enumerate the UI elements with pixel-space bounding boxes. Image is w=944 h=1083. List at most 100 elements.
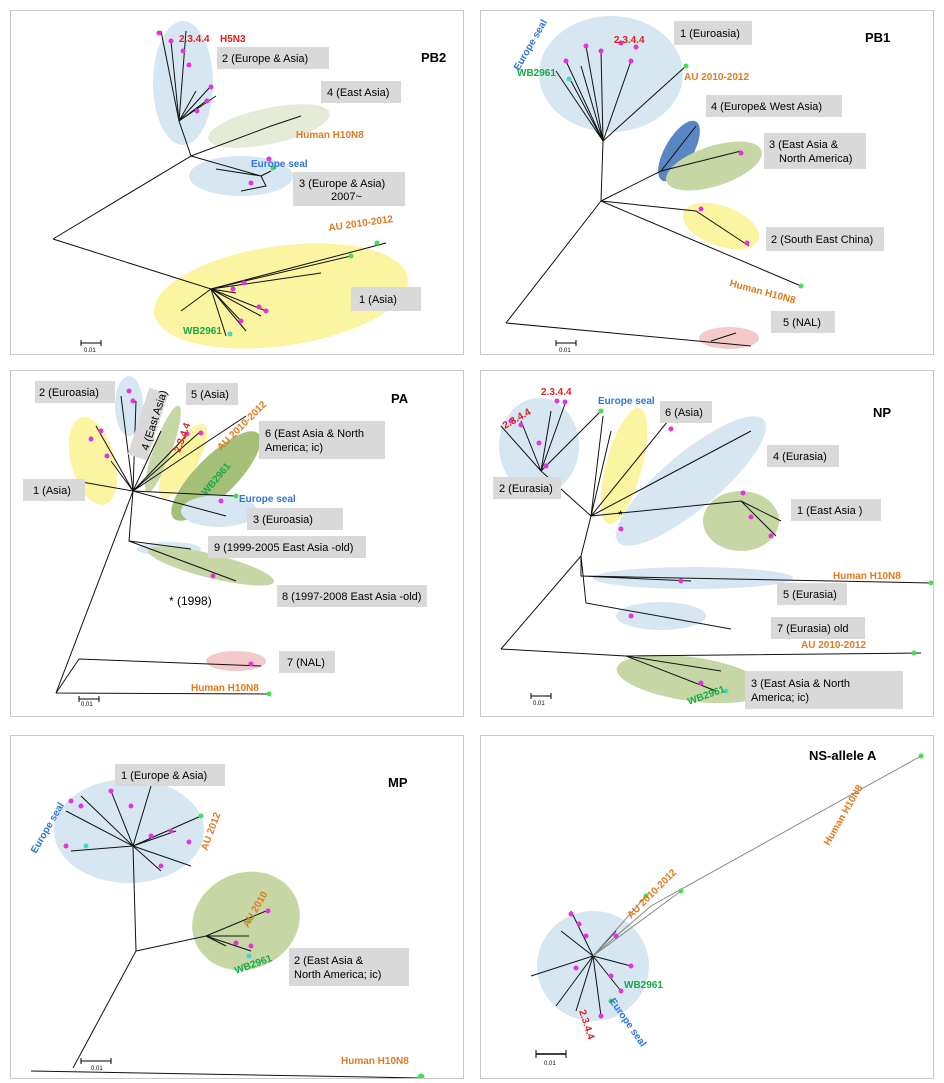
pb2-clade4-ellipse [208,104,330,148]
np-clade7-label: 7 (Eurasia) old [777,623,849,635]
pa-clade1-box [23,479,85,501]
svg-text:0.01: 0.01 [544,1061,556,1067]
pb1-au-label: AU 2010-2012 [684,72,749,83]
np-title: NP [873,405,891,420]
mp-branches [30,785,422,1078]
pb2-tree: 2.3.4.4 H5N3 2 (Europe & Asia) PB2 4 (Ea… [52,21,446,354]
pb1-clade2-ellipse [682,202,760,250]
pa-clade7-ellipse [206,651,266,671]
mp-tree: 1 (Europe & Asia) MP Europe seal AU 2012… [29,764,425,1078]
pa-clade3-box [247,508,343,530]
mp-clade1-ellipse [54,779,204,883]
np-clade5-box [777,583,847,605]
pb2-clade3-line2: 2007~ [331,191,362,203]
pa-tips [88,388,272,697]
pb1-tips [563,40,804,289]
pa-clade3-label: 3 (Euroasia) [253,514,313,526]
ns-branches [530,755,922,1017]
pa-clade8-label: 8 (1997-2008 East Asia -old) [282,591,421,603]
np-au-label: AU 2010-2012 [801,640,866,651]
np-clade4-label: 4 (Eurasia) [773,451,827,463]
svg-text:0.01: 0.01 [84,348,96,354]
svg-text:0.01: 0.01 [533,701,545,707]
pa-scale-bar: 0.01 [78,696,100,708]
mp-clade2-line1: 2 (East Asia & [294,955,364,967]
np-lineage-a-label: 2.3.4.4 [541,387,572,398]
ns-au-label: AU 2010-2012 [625,867,679,921]
mp-clade1-label: 1 (Europe & Asia) [121,770,207,782]
pa-clade8-box [277,585,427,607]
pb2-tips [156,30,380,337]
np-clade6-box [660,401,712,423]
pb2-au-label: AU 2010-2012 [328,214,394,234]
pa-clade5-label: 5 (Asia) [191,389,229,401]
pb2-human-label: Human H10N8 [296,130,364,141]
pa-clade2-box [35,381,115,403]
pb1-wb-label: WB2961 [517,68,556,79]
pa-clade9-label: 9 (1999-2005 East Asia -old) [214,542,353,554]
pa-clade2-label: 2 (Euroasia) [39,387,99,399]
np-clade3-line2: America; ic) [751,692,809,704]
pa-clade5-box [186,383,238,405]
pb2-clade2-box [217,47,329,69]
pb2-lineage-label: 2.3.4.4 [179,34,210,45]
np-clade3-line1: 3 (East Asia & North [751,678,850,690]
pb1-title: PB1 [865,30,890,45]
pa-clade1-label: 1 (Asia) [33,485,71,497]
pa-human-label: Human H10N8 [191,683,259,694]
pa-clade8-ellipse [147,546,275,586]
ns-tips [568,753,924,1019]
pb2-wb-label: WB2961 [183,326,222,337]
np-human-label: Human H10N8 [833,571,901,582]
panel-pb2: 2.3.4.4 H5N3 2 (Europe & Asia) PB2 4 (Ea… [10,10,464,355]
pb1-tree: Europe seal 2.3.4.4 1 (Euroasia) PB1 WB2… [505,16,890,354]
np-clade1-box [791,499,881,521]
pa-clade6-ellipse [171,431,261,521]
pb1-clade3-line2: North America) [779,153,852,165]
panel-np: 2.3.4.4 2.3.4.4 Europe seal 6 (Asia) NP … [480,370,934,717]
np-clade4-ellipse [616,416,766,546]
pa-tree: 2 (Euroasia) 4 (East Asia) 5 (Asia) 2.3.… [23,376,427,708]
ns-scale-bar: 0.01 [535,1050,567,1067]
np-europe-seal-label: Europe seal [598,396,655,407]
svg-text:0.01: 0.01 [559,348,571,354]
svg-text:0.01: 0.01 [91,1066,103,1072]
np-branches [500,400,932,692]
pb2-clade1-ellipse [154,243,408,349]
np-clade2-box [493,477,561,499]
np-scale-bar: 0.01 [530,693,552,707]
panel-ns: NS-allele A Human H10N8 AU 2010-2012 WB2… [480,735,934,1079]
pa-clade9-box [208,536,366,558]
pb2-europe-seal-label: Europe seal [251,159,308,170]
pa-clade4-box [127,387,169,461]
pb1-clade2-label: 2 (South East China) [771,234,873,246]
pa-clade6-line1: 6 (East Asia & North [265,428,364,440]
pb2-clade3-line1: 3 (Europe & Asia) [299,178,385,190]
pa-clade6-line2: America; ic) [265,442,323,454]
pb1-clade3-ellipse [666,141,762,191]
np-star: * [618,508,623,522]
pa-clade7-box [279,651,335,673]
pb1-human-label: Human H10N8 [728,278,797,306]
pb2-title: PB2 [421,50,446,65]
pa-clade3-ellipse [181,495,257,527]
mp-clade2-line2: North America; ic) [294,969,381,981]
pa-1998-note: * (1998) [169,594,212,608]
pa-clade6-box [259,421,385,459]
pb1-clade5-ellipse [699,327,759,349]
pb1-clade3-box [764,133,866,169]
mp-title: MP [388,775,408,790]
mp-clade1-box [115,764,225,786]
np-tree: 2.3.4.4 2.3.4.4 Europe seal 6 (Asia) NP … [493,387,933,709]
ns-wb-label: WB2961 [624,980,663,991]
pb1-clade5-label: 5 (NAL) [783,317,821,329]
pb2-clade1-label: 1 (Asia) [359,294,397,306]
ns-tree: NS-allele A Human H10N8 AU 2010-2012 WB2… [530,748,924,1067]
pb2-clade2-ellipse [153,21,213,145]
np-clade6-label: 6 (Asia) [665,407,703,419]
pb1-clade4-box [706,95,842,117]
pb1-branches [505,45,802,347]
panel-pb1: Europe seal 2.3.4.4 1 (Euroasia) PB1 WB2… [480,10,934,355]
pb2-clade4-label: 4 (East Asia) [327,87,389,99]
np-tips [508,398,933,694]
